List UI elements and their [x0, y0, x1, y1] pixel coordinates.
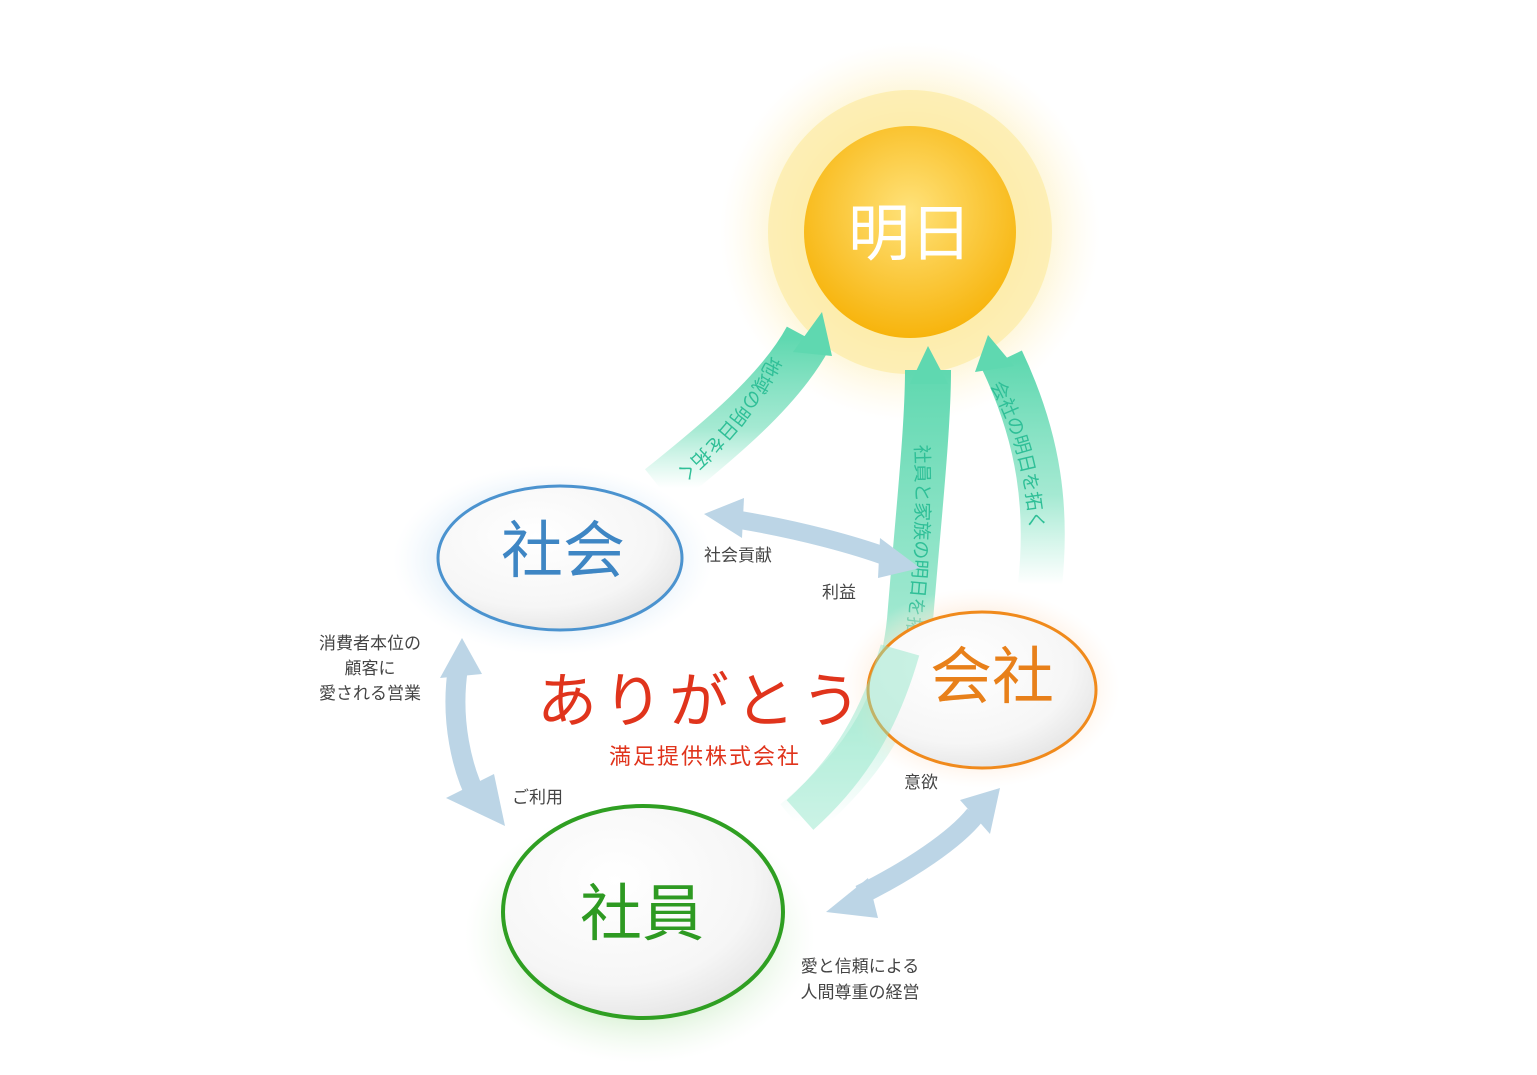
kaisha-bubble: [866, 610, 1098, 770]
relation-kaisha-shain: [826, 788, 1000, 918]
label-shakai-kouken: 社会貢献: [704, 546, 772, 566]
label-goriyou: ご利用: [512, 788, 563, 808]
shakai-node: 社会: [393, 465, 713, 655]
center-title: ありがとう: [537, 667, 867, 737]
shain-node: 社員: [465, 804, 815, 1063]
shakai-label: 社会: [501, 514, 625, 587]
shain-label: 社員: [580, 877, 704, 950]
arrowhead-kaisha-ashita: [975, 335, 1014, 372]
label-shohisha-line1: 消費者本位の: [319, 634, 421, 654]
shain-bubble: [501, 804, 785, 1020]
center-subtitle: 満足提供株式会社: [609, 745, 801, 770]
label-shohisha-line2: 顧客に: [345, 659, 396, 679]
label-rieki: 利益: [822, 583, 856, 603]
shain-ashita-overlay: [786, 644, 920, 830]
shakai-bubble: [436, 484, 684, 632]
arrowhead-shain-ashita: [910, 346, 948, 384]
label-ai-shinrai-line1: 愛と信頼による: [801, 957, 920, 977]
arrow-shakai-to-ashita: 地域の明日を拓く: [645, 312, 832, 507]
label-iyoku: 意欲: [904, 773, 938, 793]
sun-label: 明日: [848, 197, 972, 270]
arrowhead-shakai-ashita: [793, 312, 832, 356]
label-shohisha-line3: 愛される営業: [319, 684, 421, 704]
kaisha-label: 会社: [930, 640, 1054, 713]
kaisha-node: 会社: [840, 588, 1120, 788]
label-ai-shinrai-line2: 人間尊重の経営: [801, 983, 920, 1003]
sun-core: [804, 126, 1016, 338]
relation-shakai-kaisha: [704, 498, 920, 578]
relation-shakai-shain: [440, 638, 505, 826]
